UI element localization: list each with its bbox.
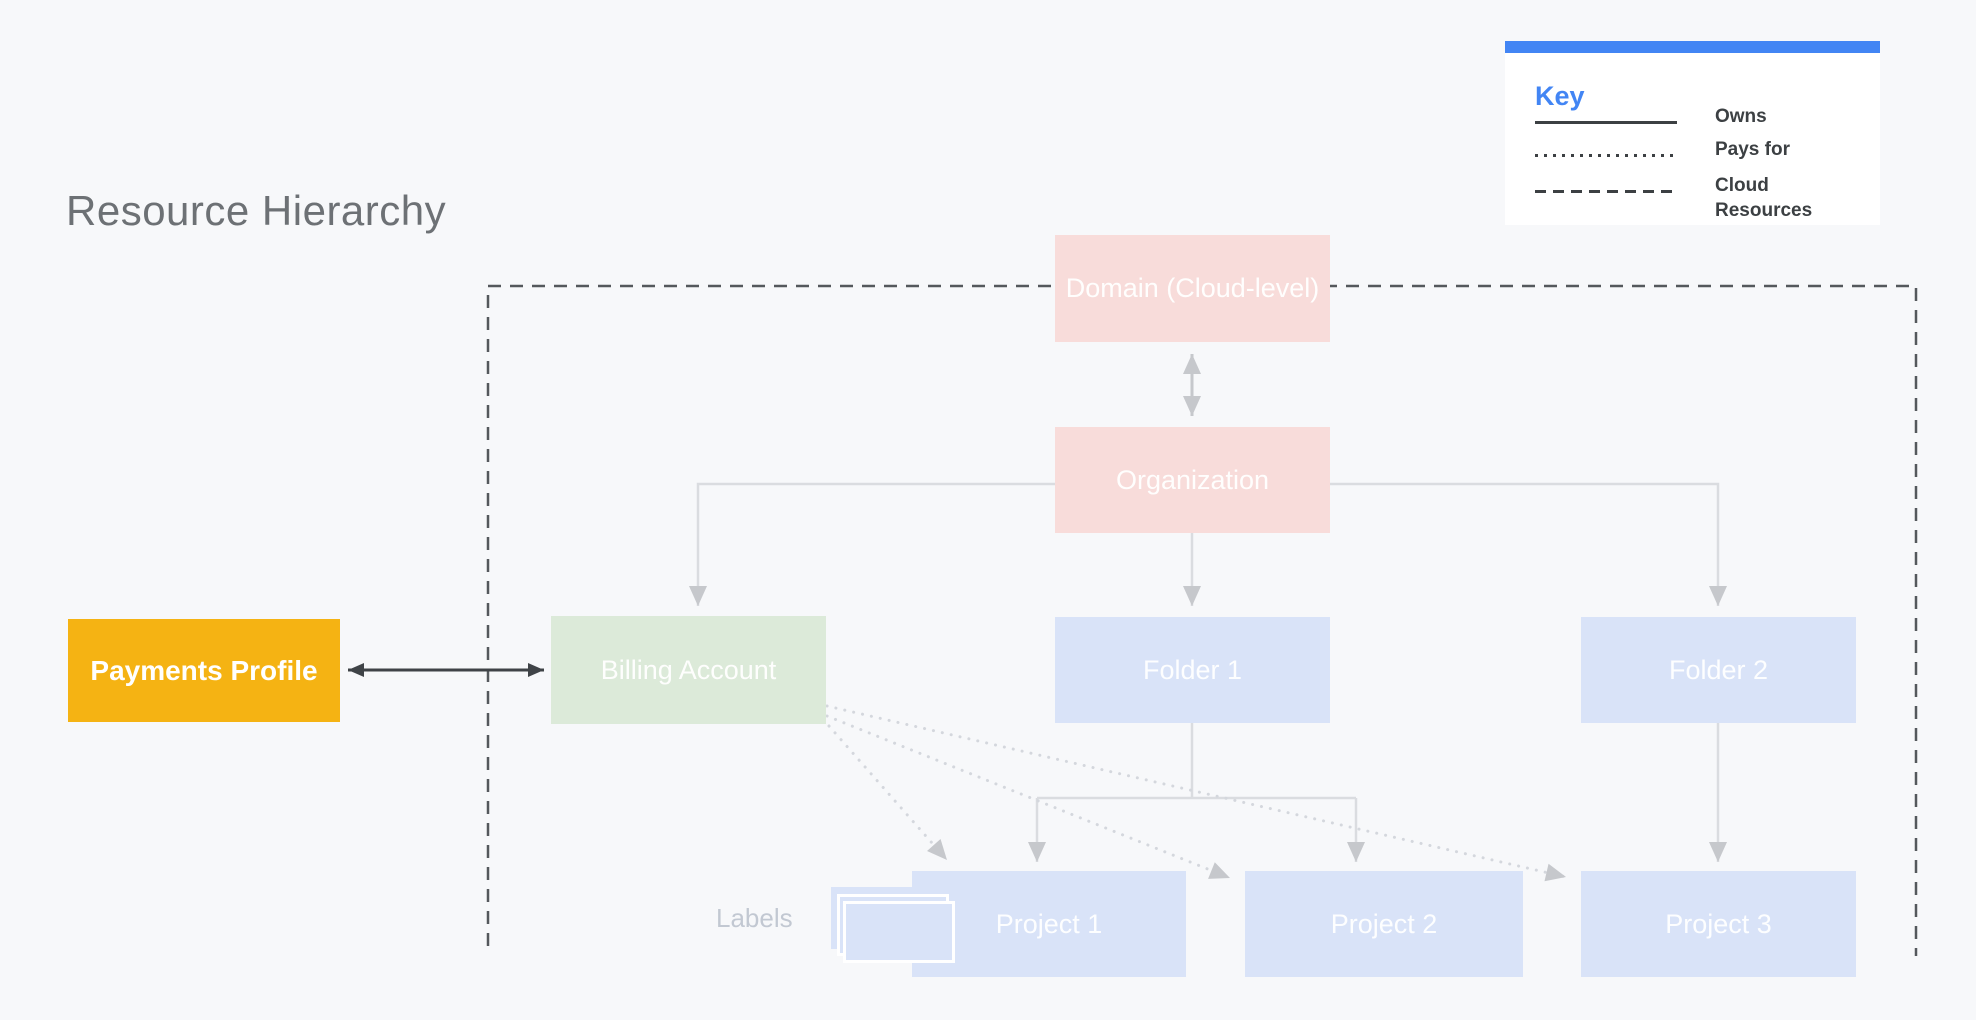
legend-dotted-line-sample: [1535, 154, 1677, 157]
owns-arrow-organization-billing: [689, 482, 1055, 606]
labels-stacked-tags-icon: [831, 887, 961, 969]
node-billing-account: Billing Account: [551, 616, 826, 724]
legend-label-owns: Owns: [1715, 106, 1767, 127]
pays-for-arrow-billing-project2: [825, 714, 1232, 880]
legend-solid-line-sample: [1535, 121, 1677, 124]
node-payments-profile: Payments Profile: [68, 619, 340, 722]
node-folder-2-label: Folder 2: [1668, 654, 1769, 685]
node-project-1-label: Project 1: [995, 908, 1103, 939]
node-billing-account-label: Billing Account: [600, 654, 777, 685]
labels-caption: Labels: [716, 903, 793, 933]
page-title: Resource Hierarchy: [66, 187, 447, 234]
legend-accent-bar: [1505, 41, 1880, 53]
node-folder-2: Folder 2: [1581, 617, 1856, 723]
node-folder-1-label: Folder 1: [1142, 654, 1243, 685]
node-project-1: Project 1: [912, 871, 1186, 977]
node-organization: Organization: [1055, 427, 1330, 533]
node-domain-label: Domain (Cloud-level): [1065, 273, 1320, 303]
node-folder-1: Folder 1: [1055, 617, 1330, 723]
node-project-3-label: Project 3: [1665, 908, 1772, 939]
node-project-3: Project 3: [1581, 871, 1856, 977]
node-project-2: Project 2: [1245, 871, 1523, 977]
legend-label-cloud-resources: Cloud Resources: [1715, 175, 1813, 221]
pays-for-arrow-billing-project1: [827, 724, 949, 862]
legend-panel: Key Owns Pays for Cloud Resources: [1505, 41, 1880, 225]
legend-dashed-line-sample: [1535, 190, 1677, 193]
node-project-2-label: Project 2: [1330, 908, 1438, 939]
node-domain: Domain (Cloud-level): [1055, 235, 1330, 342]
folder1-branch-line: [1037, 723, 1356, 800]
pays-for-arrow-billing-project3: [825, 704, 1568, 882]
node-payments-profile-label: Payments Profile: [90, 654, 318, 686]
owns-arrow-organization-folder2: [1330, 482, 1727, 606]
node-organization-label: Organization: [1115, 464, 1270, 495]
legend-title: Key: [1535, 81, 1585, 111]
legend-label-pays-for: Pays for: [1715, 139, 1790, 160]
label-card-front: [843, 901, 955, 963]
